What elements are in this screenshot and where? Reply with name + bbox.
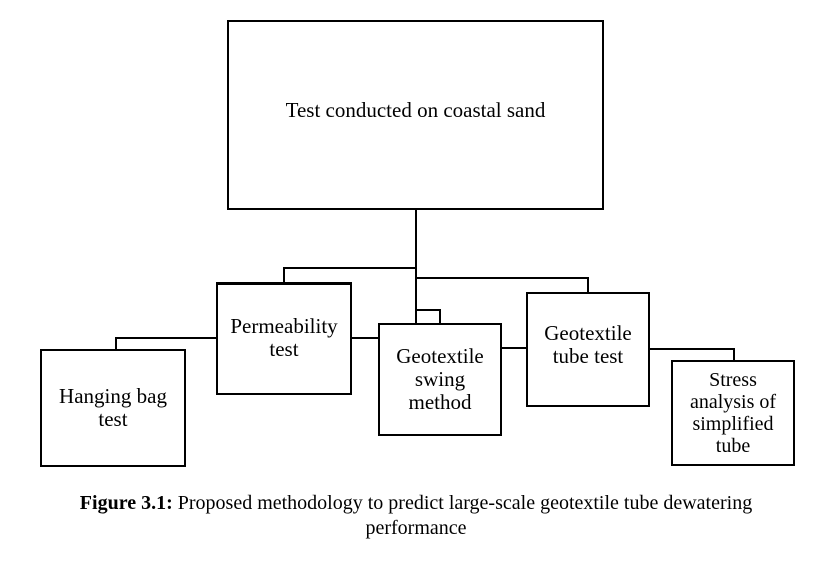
swing-label: Geotextile swing method: [396, 344, 484, 414]
tube-test-label: Geotextile tube test: [544, 321, 632, 368]
stress-label: Stress analysis of simplified tube: [689, 369, 777, 457]
figure-number: Figure 3.1:: [79, 492, 173, 514]
root-label: Test conducted on coastal sand: [285, 97, 546, 122]
branch-permeability: [283, 267, 416, 285]
root-box: Test conducted on coastal sand: [227, 20, 604, 210]
hanging-bag-label: Hanging bag test: [59, 384, 167, 431]
branch-swing: [416, 309, 441, 323]
stress-box: Stress analysis of simplified tube: [671, 360, 795, 466]
permeability-box: Permeability test: [216, 282, 352, 395]
hanging-bag-box: Hanging bag test: [40, 349, 186, 467]
branch-tube-test: [416, 277, 589, 293]
branch-stress: [649, 348, 735, 361]
tube-test-box: Geotextile tube test: [526, 292, 650, 407]
swing-box: Geotextile swing method: [378, 323, 502, 436]
figure-caption-text: Proposed methodology to predict large-sc…: [177, 492, 753, 539]
figure-caption: Figure 3.1: Proposed methodology to pred…: [40, 491, 792, 541]
permeability-label: Permeability test: [230, 314, 338, 361]
